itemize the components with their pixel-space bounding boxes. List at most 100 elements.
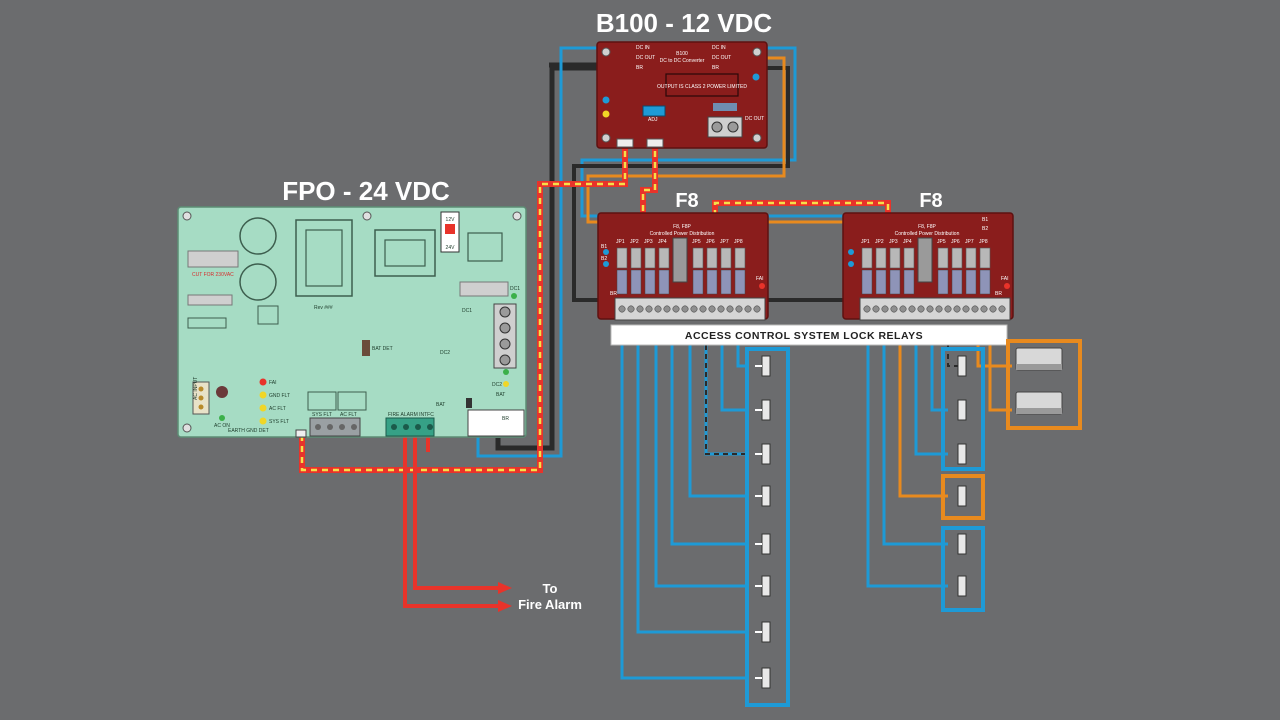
fpo-voltage-12v: 12V xyxy=(446,217,456,223)
black-wire-to-f8 xyxy=(572,66,845,302)
fire-alarm-label-line1: To xyxy=(543,581,558,596)
b100-term-l1: DC IN xyxy=(636,45,650,51)
b100-title: B100 - 12 VDC xyxy=(596,8,773,38)
lock-relay xyxy=(957,575,967,597)
arrow-fire-alarm-1 xyxy=(498,582,512,594)
fpo-led-sys: SYS FLT xyxy=(269,419,289,425)
lock-relay xyxy=(761,621,771,643)
f8-left-jp2: JP2 xyxy=(630,239,639,245)
lock-relay xyxy=(957,533,967,555)
b100-term-r1: DC IN xyxy=(712,45,726,51)
b100-output-note: OUTPUT IS CLASS 2 POWER LIMITED xyxy=(657,84,747,90)
b100-adj-pot[interactable] xyxy=(642,105,666,117)
fpo-cut-label: CUT FOR 230VAC xyxy=(192,272,234,278)
fpo-led-gnd: GND FLT xyxy=(269,393,290,399)
f8-right-fai: FAI xyxy=(1001,276,1009,282)
f8-right-jp7: JP7 xyxy=(965,239,974,245)
fpo-ac-on: AC ON xyxy=(214,423,230,429)
lock-relay xyxy=(761,485,771,507)
fpo-output-terminals[interactable] xyxy=(493,303,517,369)
lock-relay xyxy=(761,533,771,555)
f8-right-jp5: JP5 xyxy=(937,239,946,245)
lock-relay xyxy=(761,443,771,465)
right-relay-symbols xyxy=(957,355,967,597)
b100-board-subtitle: DC to DC Converter xyxy=(660,58,705,64)
b100-adj-label: ADJ xyxy=(648,117,658,123)
left-relay-ticks xyxy=(755,365,762,679)
f8-left-jp8: JP8 xyxy=(734,239,743,245)
fire-alarm-loop xyxy=(299,140,891,473)
fpo-earth: EARTH GND DET xyxy=(228,428,269,434)
fpo-dc1-led: DC1 xyxy=(510,286,520,292)
b100-term-r2: DC OUT xyxy=(712,55,731,61)
maglock-icon xyxy=(1015,347,1063,415)
fpo-led-ac: AC FLT xyxy=(269,406,286,412)
b100-board: DC IN DC OUT BR DC IN DC OUT BR B100 DC … xyxy=(596,41,768,149)
b100-board-name: B100 xyxy=(676,51,688,57)
f8-right-title: F8 xyxy=(919,190,942,212)
lock-relay xyxy=(761,575,771,597)
right-lock-wires-black xyxy=(947,345,958,367)
fpo-terminal-fire-alarm[interactable] xyxy=(385,417,435,437)
lock-relay xyxy=(957,443,967,465)
right-lock-wires xyxy=(866,345,948,588)
fpo-br-label: BR xyxy=(502,416,509,422)
f8-right-jp2: JP2 xyxy=(875,239,884,245)
f8-left-jp5: JP5 xyxy=(692,239,701,245)
f8-left-b2: B2 xyxy=(601,256,607,262)
fpo-dc2-led: DC2 xyxy=(492,382,502,388)
lock-relay xyxy=(957,355,967,377)
f8-right-terminal-strip[interactable] xyxy=(859,297,1011,321)
f8-left-jp3: JP3 xyxy=(644,239,653,245)
f8-left-terminal-strip[interactable] xyxy=(614,297,766,321)
f8-right-name: F8, F8P xyxy=(918,224,936,230)
f8-right-jp8: JP8 xyxy=(979,239,988,245)
fpo-terminal-sys-ac[interactable] xyxy=(309,417,361,437)
f8-left-jp6: JP6 xyxy=(706,239,715,245)
b100-term-l2: DC OUT xyxy=(636,55,655,61)
lock-relay xyxy=(957,399,967,421)
f8-right-b1: B1 xyxy=(982,217,988,223)
fire-alarm-label-line2: Fire Alarm xyxy=(518,597,582,612)
maglock-group-box xyxy=(1006,339,1082,430)
fpo-title: FPO - 24 VDC xyxy=(282,176,450,206)
lock-relay xyxy=(761,355,771,377)
f8-right-br: BR xyxy=(995,291,1002,297)
f8-right-board: F8, F8P Controlled Power Distribution JP… xyxy=(842,212,1014,321)
black-wire-b100-fpo xyxy=(495,62,598,451)
f8-left-jp7: JP7 xyxy=(720,239,729,245)
orange-wire-b100-f8 xyxy=(586,56,845,224)
left-lock-wires-black xyxy=(705,345,748,455)
lock-relay xyxy=(761,667,771,689)
f8-right-jp6: JP6 xyxy=(951,239,960,245)
left-lock-wires xyxy=(620,345,748,680)
fpo-bat-det: BAT DET xyxy=(372,346,393,352)
lock-relay xyxy=(957,485,967,507)
f8-left-name: F8, F8P xyxy=(673,224,691,230)
lock-relay xyxy=(761,399,771,421)
fpo-term-ac: AC FLT xyxy=(340,412,357,418)
left-lock-group-box xyxy=(745,347,790,707)
f8-right-b2: B2 xyxy=(982,226,988,232)
right-lock-wires-orange xyxy=(898,345,1012,498)
f8-left-subtitle: Controlled Power Distribution xyxy=(650,231,715,237)
f8-left-br: BR xyxy=(610,291,617,297)
f8-right-jp1: JP1 xyxy=(861,239,870,245)
fpo-dc2-label: DC2 xyxy=(440,350,450,356)
access-control-banner xyxy=(610,324,1008,346)
f8-left-fai: FAI xyxy=(756,276,764,282)
f8-right-jp4: JP4 xyxy=(903,239,912,245)
f8-right-subtitle: Controlled Power Distribution xyxy=(895,231,960,237)
right-lock-group-box-orange xyxy=(941,474,985,520)
fpo-dc1-label: DC1 xyxy=(462,308,472,314)
access-control-banner-text: ACCESS CONTROL SYSTEM LOCK RELAYS xyxy=(685,330,923,342)
right-lock-group-box-bottom xyxy=(941,526,985,612)
right-lock-group-box-top xyxy=(941,347,985,471)
fpo-bat-label-2: BAT xyxy=(496,392,505,398)
fpo-led-fai: FAI xyxy=(269,380,277,386)
left-relay-symbols xyxy=(761,355,771,689)
f8-right-jp3: JP3 xyxy=(889,239,898,245)
fpo-bat-label: BAT xyxy=(436,402,445,408)
fpo-ac-input-label: AC INPUT xyxy=(193,377,199,400)
